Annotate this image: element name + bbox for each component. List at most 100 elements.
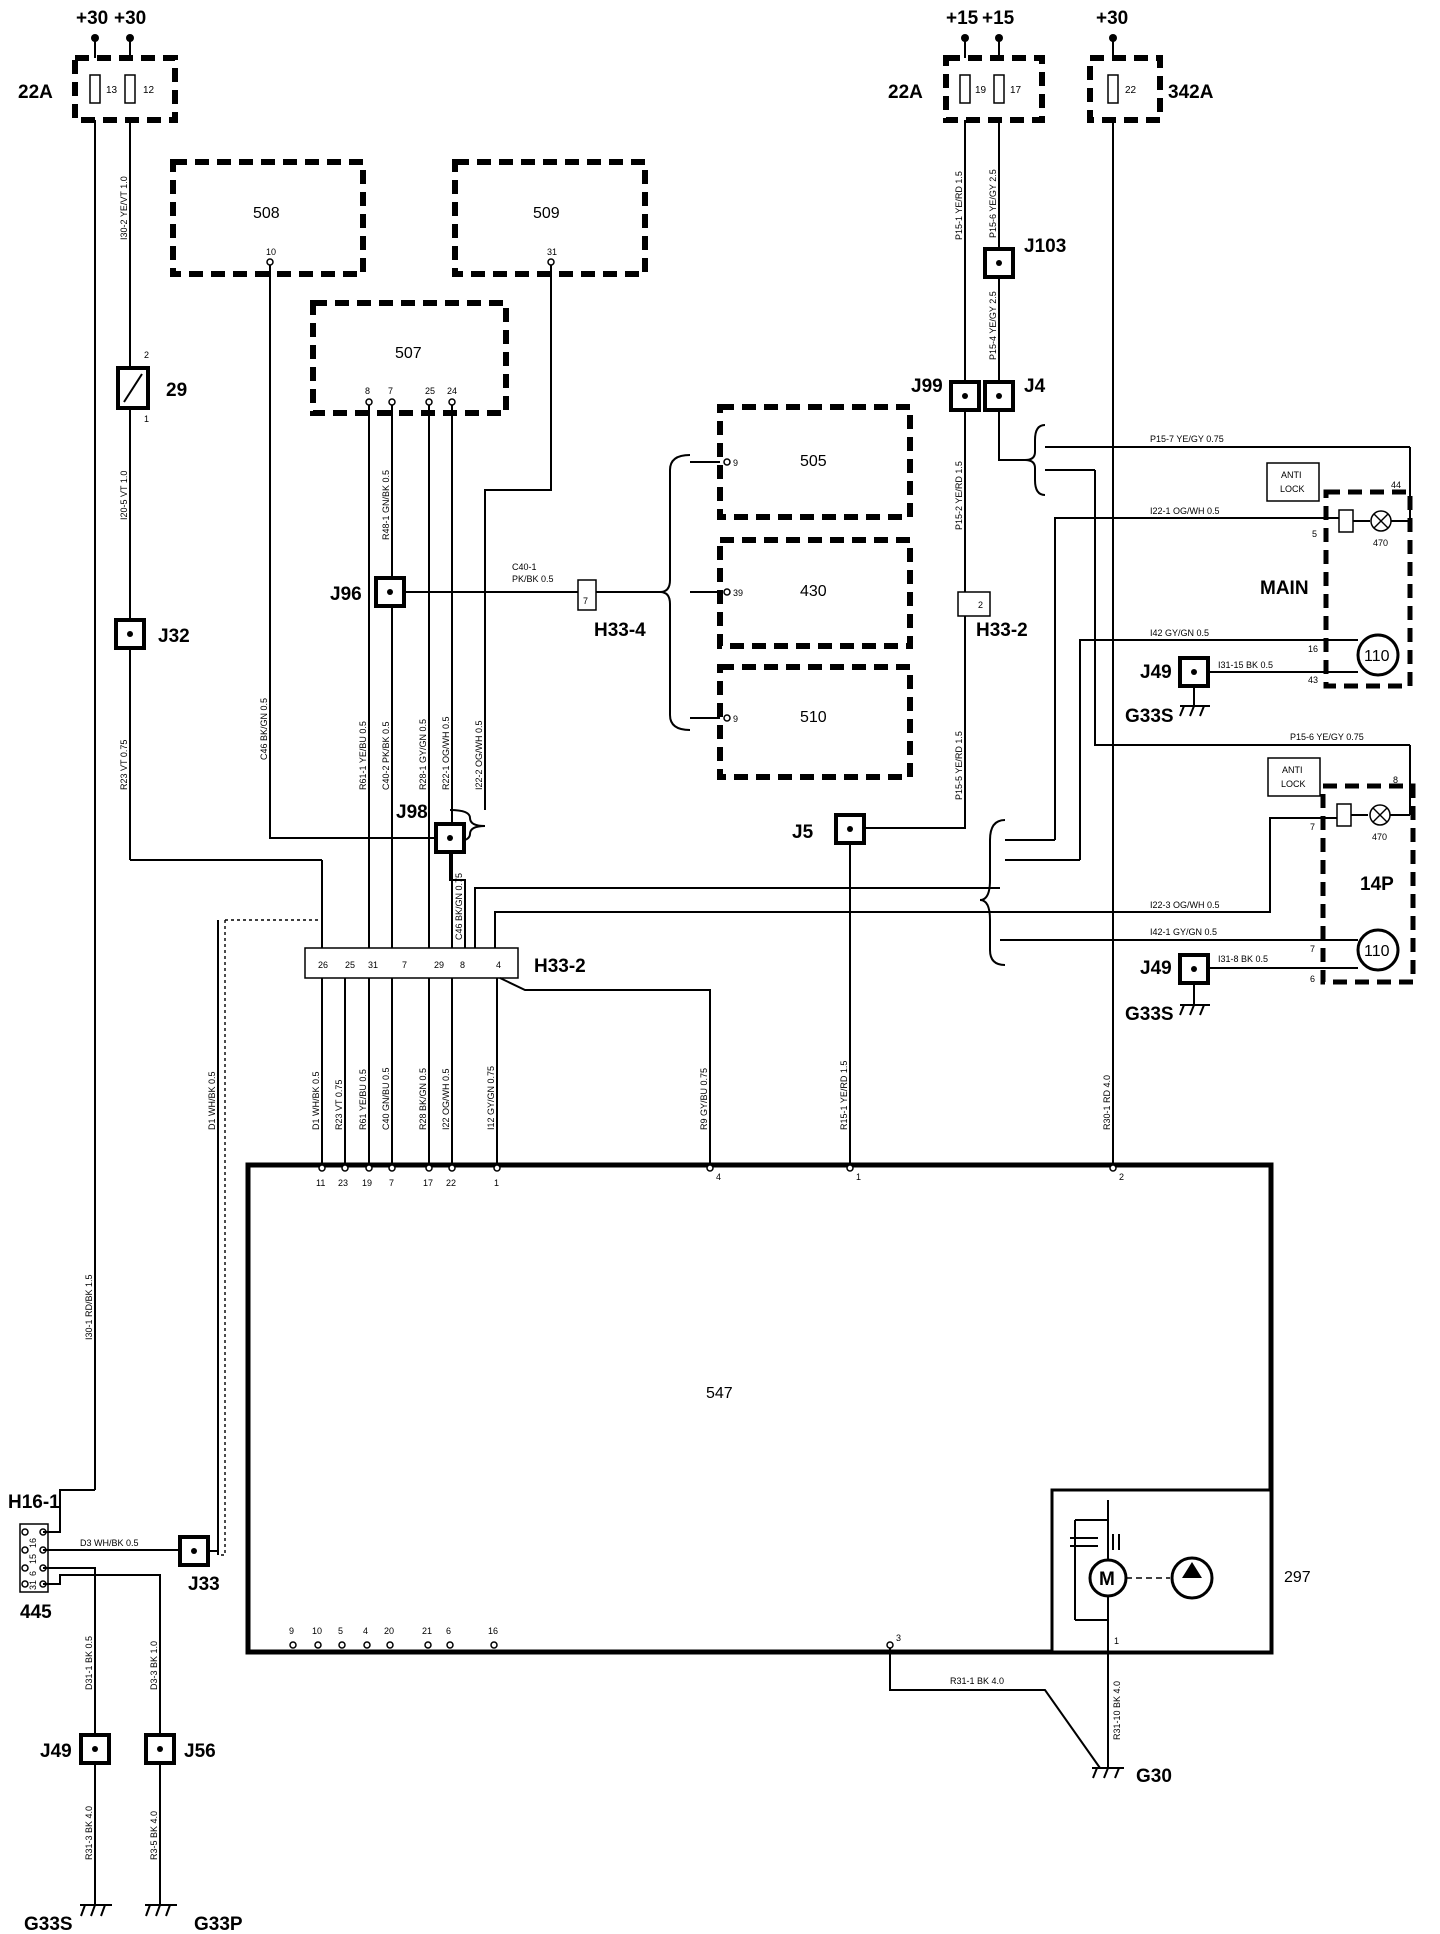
svg-text:509: 509 <box>533 205 560 222</box>
ground-g33p: G33P <box>145 1904 243 1934</box>
module-main: ANTI LOCK 44 470 5 MAIN 110 16 43 <box>1260 447 1413 689</box>
svg-text:4: 4 <box>496 960 501 970</box>
connector-h33-4: 7 H33-4 <box>577 579 646 641</box>
svg-text:J99: J99 <box>911 376 943 397</box>
svg-text:508: 508 <box>253 205 280 222</box>
svg-text:8: 8 <box>460 960 465 970</box>
ground-g33s-main: G33S <box>1125 705 1210 727</box>
svg-text:5: 5 <box>1312 529 1317 539</box>
svg-text:11: 11 <box>316 1178 325 1188</box>
fuse-box-22a-right: +15 +15 19 17 22A <box>888 8 1045 123</box>
svg-text:H33-2: H33-2 <box>976 620 1028 641</box>
supply-label: +30 <box>76 8 108 29</box>
svg-text:H33-2: H33-2 <box>534 956 586 977</box>
svg-text:110: 110 <box>1364 943 1390 960</box>
svg-text:I31-15 BK 0.5: I31-15 BK 0.5 <box>1218 660 1273 670</box>
svg-text:J49: J49 <box>40 1741 72 1762</box>
svg-text:H33-4: H33-4 <box>594 620 646 641</box>
svg-text:J4: J4 <box>1024 376 1046 397</box>
connector-h16-1: H16-1 16 15 6 31 445 <box>8 1492 60 1623</box>
svg-text:5: 5 <box>338 1626 343 1636</box>
svg-text:I20-5 VT 1.0: I20-5 VT 1.0 <box>119 471 129 520</box>
svg-text:21: 21 <box>422 1626 432 1636</box>
svg-text:R30-1 RD 4.0: R30-1 RD 4.0 <box>1102 1075 1112 1130</box>
svg-text:2: 2 <box>978 600 983 610</box>
svg-text:P15-6 YE/GY 0.75: P15-6 YE/GY 0.75 <box>1290 732 1364 742</box>
svg-text:10: 10 <box>312 1626 322 1636</box>
svg-text:J96: J96 <box>330 584 362 605</box>
fuse-number: 12 <box>143 85 155 96</box>
svg-text:24: 24 <box>447 386 457 396</box>
svg-text:39: 39 <box>733 588 743 598</box>
svg-text:1: 1 <box>494 1178 499 1188</box>
svg-text:25: 25 <box>425 386 435 396</box>
fuse-number: 17 <box>1010 85 1022 96</box>
svg-text:J98: J98 <box>396 802 428 823</box>
svg-text:R48-1 GN/BK 0.5: R48-1 GN/BK 0.5 <box>381 470 391 540</box>
svg-text:H16-1: H16-1 <box>8 1492 60 1513</box>
svg-text:ANTI: ANTI <box>1282 765 1303 775</box>
fuse-number: 13 <box>106 85 118 96</box>
fuse-box-label: 22A <box>18 82 53 103</box>
splice-j99: J99 <box>911 376 981 412</box>
supply-label: +15 <box>982 8 1015 29</box>
svg-text:G30: G30 <box>1136 1766 1172 1787</box>
splice-j49-14p: J49 <box>1140 953 1210 985</box>
svg-text:G33S: G33S <box>1125 706 1174 727</box>
svg-text:R61 YE/BU 0.5: R61 YE/BU 0.5 <box>358 1069 368 1130</box>
svg-text:J5: J5 <box>792 822 814 843</box>
fuse-number: 19 <box>975 85 987 96</box>
svg-text:31: 31 <box>28 1580 38 1590</box>
module-547-bottom-pins: 9 10 5 4 20 21 6 16 3 <box>289 1626 901 1649</box>
splice-j5: J5 <box>792 813 866 845</box>
svg-text:R61-1 YE/BU 0.5: R61-1 YE/BU 0.5 <box>358 721 368 790</box>
svg-text:J56: J56 <box>184 1741 216 1762</box>
svg-text:G33P: G33P <box>194 1914 243 1934</box>
svg-text:31: 31 <box>547 247 557 257</box>
svg-text:PK/BK 0.5: PK/BK 0.5 <box>512 574 554 584</box>
svg-text:4: 4 <box>363 1626 368 1636</box>
svg-text:C40 GN/BU 0.5: C40 GN/BU 0.5 <box>381 1067 391 1130</box>
svg-text:D31-1 BK 0.5: D31-1 BK 0.5 <box>84 1636 94 1690</box>
svg-text:6: 6 <box>446 1626 451 1636</box>
svg-text:I31-8 BK 0.5: I31-8 BK 0.5 <box>1218 954 1268 964</box>
svg-text:I22-1 OG/WH 0.5: I22-1 OG/WH 0.5 <box>1150 506 1220 516</box>
connector-h33-2-top: 2 H33-2 <box>957 591 1028 641</box>
svg-text:J33: J33 <box>188 1574 220 1595</box>
svg-text:R22-1 OG/WH 0.5: R22-1 OG/WH 0.5 <box>441 716 451 790</box>
splice-j33: J33 <box>178 1535 220 1595</box>
svg-text:R31-10 BK 4.0: R31-10 BK 4.0 <box>1112 1681 1122 1740</box>
svg-text:J49: J49 <box>1140 958 1172 979</box>
svg-text:7: 7 <box>1310 822 1315 832</box>
switch-label: 29 <box>166 380 187 401</box>
svg-text:2: 2 <box>1119 1172 1124 1182</box>
module-430: 430 39 <box>717 537 913 649</box>
svg-text:P15-4 YE/GY 2.5: P15-4 YE/GY 2.5 <box>988 291 998 360</box>
svg-text:P15-1 YE/RD 1.5: P15-1 YE/RD 1.5 <box>954 171 964 240</box>
svg-text:9: 9 <box>733 458 738 468</box>
svg-text:R31-3 BK 4.0: R31-3 BK 4.0 <box>84 1806 94 1860</box>
module-547-top-pins: 11 23 19 7 17 22 1 4 1 2 <box>316 1164 1124 1188</box>
svg-text:3: 3 <box>896 1633 901 1643</box>
module-505: 505 9 <box>717 404 913 520</box>
svg-text:297: 297 <box>1284 1569 1311 1586</box>
svg-text:510: 510 <box>800 709 827 726</box>
svg-text:16: 16 <box>488 1626 498 1636</box>
fuse-number: 22 <box>1125 85 1137 96</box>
svg-text:43: 43 <box>1308 675 1318 685</box>
svg-text:16: 16 <box>28 1538 38 1548</box>
svg-text:J103: J103 <box>1024 236 1066 257</box>
svg-text:6: 6 <box>1310 974 1315 984</box>
fuse-box-342a: +30 22 342A <box>1087 8 1214 123</box>
svg-text:430: 430 <box>800 583 827 600</box>
ground-g30: G30 <box>1092 1766 1172 1787</box>
module-14p: ANTI LOCK 8 470 7 14P 110 7 6 <box>1267 745 1416 985</box>
module-508: 508 10 <box>170 159 366 277</box>
svg-text:R23 VT 0.75: R23 VT 0.75 <box>334 1080 344 1130</box>
svg-text:R28 BK/GN 0.5: R28 BK/GN 0.5 <box>418 1068 428 1130</box>
svg-text:547: 547 <box>706 1385 733 1402</box>
connector-h33-2-strip: 26 25 31 7 29 8 4 H33-2 <box>304 947 586 979</box>
svg-text:19: 19 <box>362 1178 372 1188</box>
splice-j56: J56 <box>144 1733 216 1765</box>
